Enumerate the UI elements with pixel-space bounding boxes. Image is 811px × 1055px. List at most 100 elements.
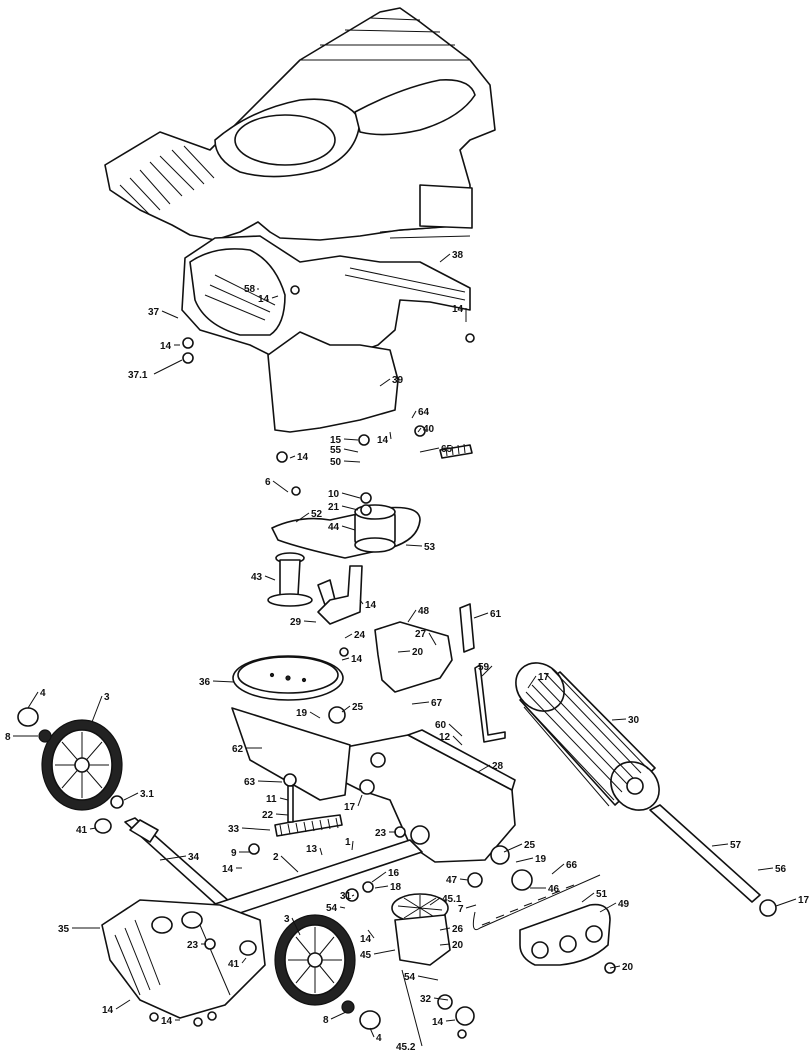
- leader-17b: [357, 794, 363, 807]
- leader-43: [264, 575, 276, 581]
- callout-24: 24: [354, 630, 366, 641]
- callout-40: 40: [423, 424, 435, 435]
- leader-32: [433, 997, 449, 1001]
- callout-30: 30: [628, 715, 640, 726]
- leader-45-1: [429, 897, 441, 906]
- leader-15: [343, 438, 359, 441]
- leader-14l: [445, 1019, 456, 1022]
- leader-48: [407, 609, 417, 623]
- leader-18: [374, 885, 389, 889]
- callout-10: 10: [328, 489, 340, 500]
- callout-36: 36: [199, 677, 211, 688]
- callout-54b: 54: [404, 972, 416, 983]
- leader-44: [341, 525, 356, 531]
- leader-3b: [291, 917, 301, 936]
- leader-45: [373, 949, 396, 955]
- callout-59: 59: [478, 662, 490, 673]
- callout-47: 47: [446, 875, 458, 886]
- blade-disk: [232, 655, 344, 701]
- leader-14f: [359, 599, 364, 605]
- callout-26: 26: [452, 924, 464, 935]
- callout-41a: 41: [76, 825, 88, 836]
- hardware-fasteners: [149, 285, 616, 1039]
- callout-49: 49: [618, 899, 630, 910]
- leader-29: [303, 620, 317, 623]
- callout-4a: 4: [40, 688, 46, 699]
- axle-spring-lever: [124, 773, 423, 919]
- leader-34: [159, 855, 187, 861]
- leader-52: [295, 512, 310, 523]
- leader-53: [405, 544, 423, 547]
- leader-66: [551, 863, 565, 875]
- drive-pulley-group: [267, 504, 506, 743]
- leader-54b: [417, 975, 439, 981]
- leader-12: [452, 735, 463, 746]
- callout-14j: 14: [102, 1005, 114, 1016]
- leader-36: [212, 680, 235, 683]
- callout-61: 61: [490, 609, 502, 620]
- callout-48: 48: [418, 606, 430, 617]
- leader-14j: [115, 999, 131, 1010]
- callout-14i: 14: [360, 934, 372, 945]
- callout-55: 55: [330, 445, 342, 456]
- leader-17a: [527, 675, 537, 689]
- leader-41b: [241, 957, 247, 964]
- callout-16: 16: [388, 868, 400, 879]
- callout-14c: 14: [160, 341, 172, 352]
- leader-37-1: [153, 359, 183, 375]
- leader-50: [343, 460, 361, 463]
- callout-17a: 17: [538, 672, 550, 683]
- leader-14e: [289, 455, 296, 459]
- callout-2: 2: [273, 852, 279, 863]
- callout-14g: 14: [351, 654, 363, 665]
- leader-19b: [515, 857, 534, 863]
- callout-60: 60: [435, 720, 447, 731]
- callout-leaders: [13, 253, 797, 1047]
- leader-63: [257, 780, 283, 783]
- leader-27: [428, 632, 437, 646]
- callout-63: 63: [244, 777, 256, 788]
- callout-33: 33: [228, 824, 240, 835]
- callout-51: 51: [596, 889, 608, 900]
- callout-39: 39: [392, 375, 404, 386]
- callout-45-2: 45.2: [396, 1042, 416, 1053]
- leader-61: [473, 612, 489, 619]
- callout-52: 52: [311, 509, 323, 520]
- callout-41b: 41: [228, 959, 240, 970]
- leader-21: [341, 505, 359, 511]
- callout-45: 45: [360, 950, 372, 961]
- leader-26: [439, 927, 451, 931]
- leader-22: [275, 813, 289, 816]
- callout-13: 13: [306, 844, 318, 855]
- callout-4b: 4: [376, 1033, 382, 1044]
- leader-7: [465, 904, 477, 909]
- callout-9: 9: [231, 848, 237, 859]
- callout-32: 32: [420, 994, 432, 1005]
- leader-20b: [439, 943, 451, 946]
- leader-28: [477, 764, 491, 773]
- callout-54a: 54: [326, 903, 338, 914]
- leader-67: [411, 701, 430, 705]
- leader-3a: [91, 695, 103, 723]
- callout-14a: 14: [258, 294, 270, 305]
- callout-22: 22: [262, 810, 274, 821]
- wheel-upper-left: [17, 707, 124, 834]
- rear-roller: [515, 662, 777, 917]
- leader-54a: [339, 906, 346, 909]
- leader-19a: [309, 711, 321, 719]
- leader-10: [341, 492, 361, 499]
- leader-64: [411, 410, 417, 419]
- callout-18: 18: [390, 882, 402, 893]
- callout-14f: 14: [365, 600, 377, 611]
- chassis-frame: [231, 707, 516, 863]
- leader-14a: [271, 295, 279, 299]
- callout-6: 6: [265, 477, 271, 488]
- leader-4a: [27, 691, 39, 709]
- leader-55: [343, 448, 359, 453]
- callout-38: 38: [452, 250, 464, 261]
- leader-30: [611, 718, 627, 721]
- callout-23b: 23: [187, 940, 199, 951]
- callout-8a: 8: [5, 732, 11, 743]
- leader-56: [757, 867, 774, 871]
